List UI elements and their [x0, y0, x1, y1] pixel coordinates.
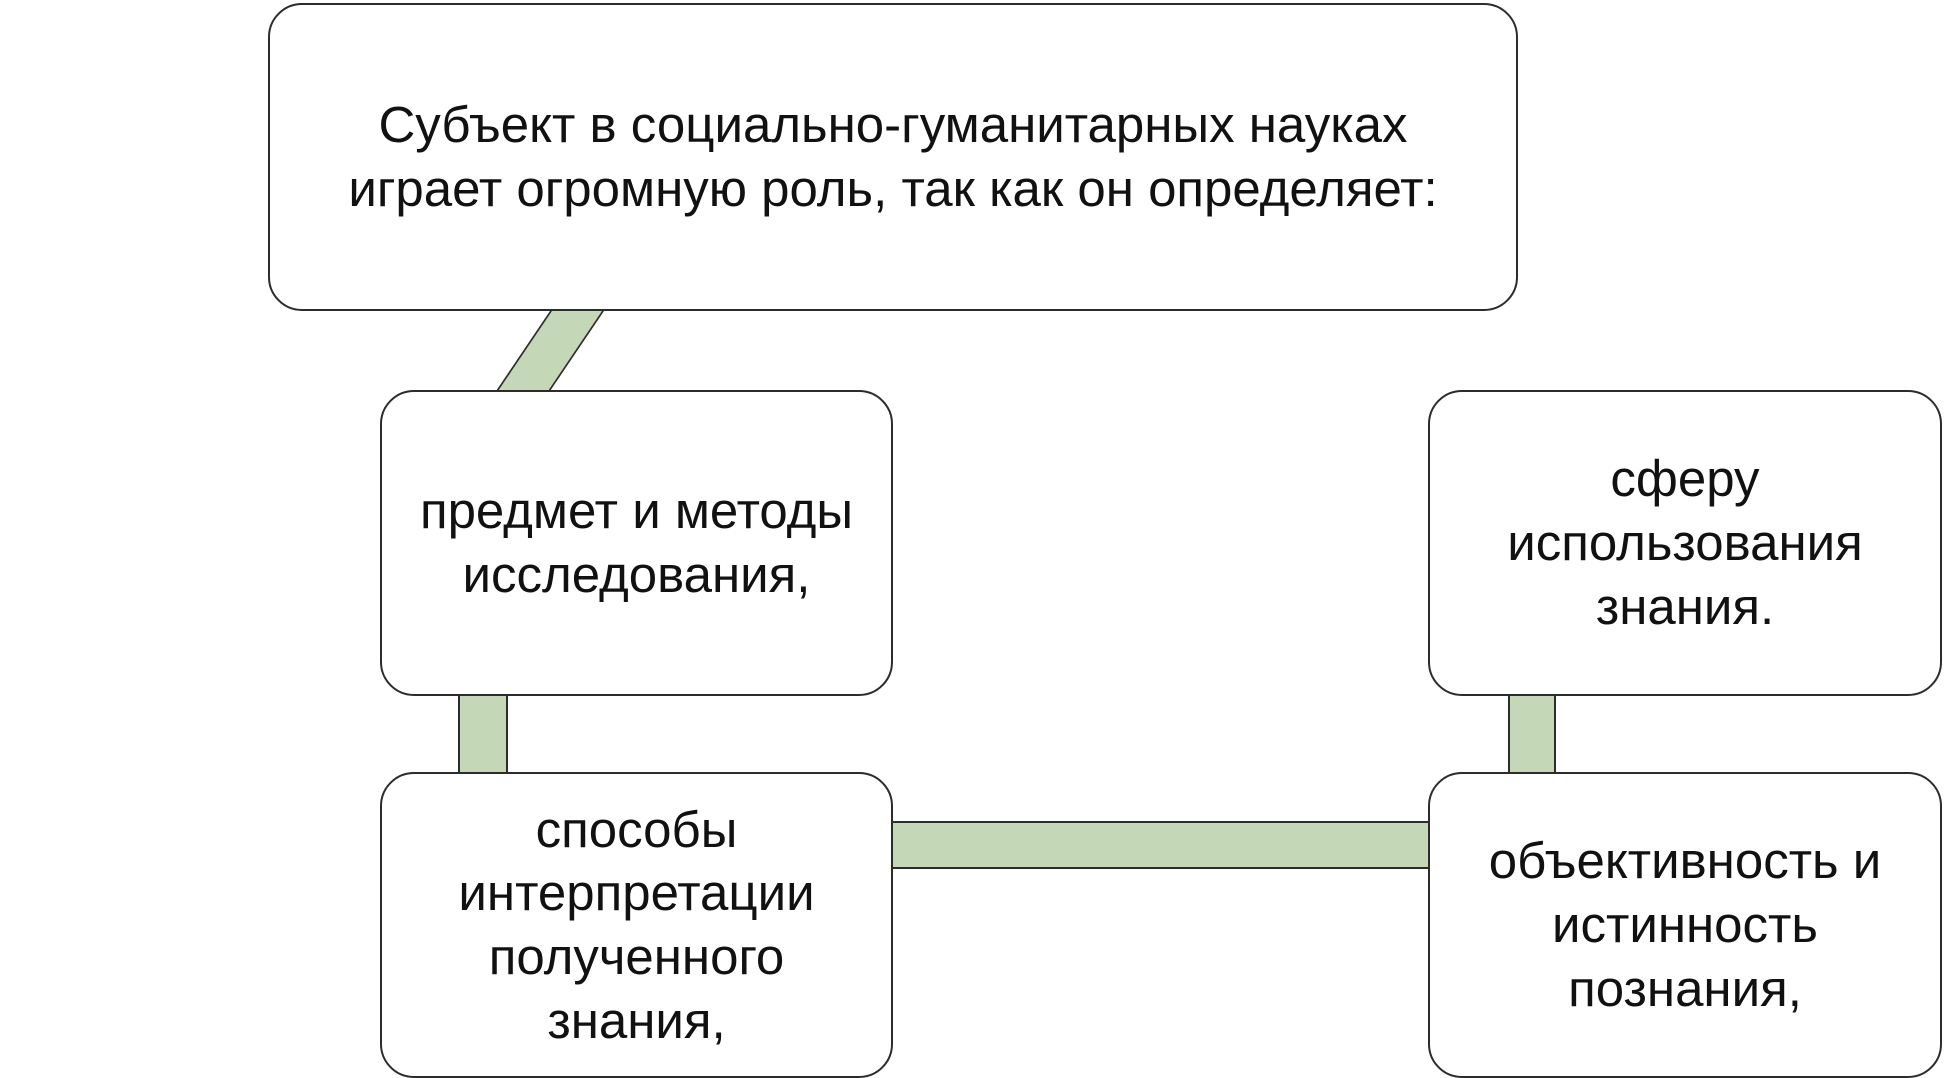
connector-methods-to-interpretation — [458, 692, 508, 772]
item-box-methods: предмет и методы исследования, — [380, 390, 893, 696]
item-box-interpretation-text: способы интерпретации полученного знания… — [458, 800, 815, 1049]
item-box-objectivity-text: объективность и истинность познания, — [1488, 832, 1882, 1017]
item-box-sphere-text: сферу использования знания. — [1507, 450, 1863, 635]
connector-interpretation-to-objectivity — [890, 821, 1430, 869]
root-box-text: Субъект в социально-гуманитарных науках … — [348, 96, 1438, 217]
connector-objectivity-to-sphere — [1508, 692, 1556, 772]
item-box-interpretation: способы интерпретации полученного знания… — [380, 772, 893, 1078]
root-box: Субъект в социально-гуманитарных науках … — [268, 3, 1518, 311]
item-box-sphere: сферу использования знания. — [1428, 390, 1942, 696]
item-box-methods-text: предмет и методы исследования, — [419, 482, 854, 603]
item-box-objectivity: объективность и истинность познания, — [1428, 772, 1942, 1078]
